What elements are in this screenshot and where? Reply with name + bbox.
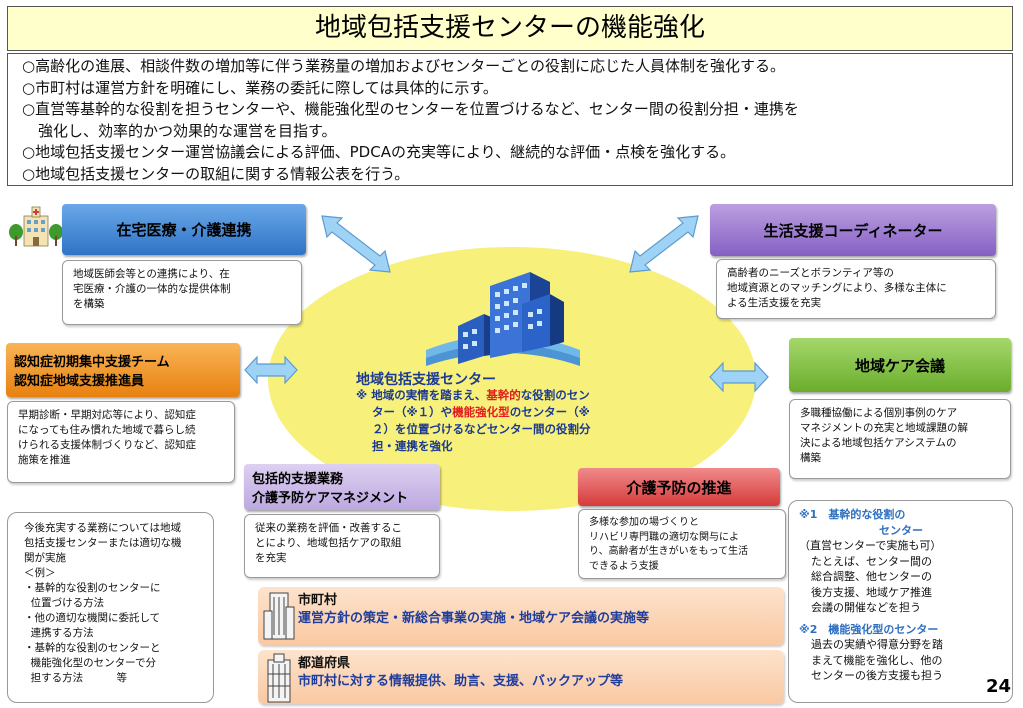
comprehensive-card: 従来の業務を評価・改善するこ とにより、地域包括ケアの取組 を充実	[244, 514, 440, 578]
page-title: 地域包括支援センターの機能強化	[7, 6, 1013, 51]
double-arrow-icon	[321, 215, 391, 273]
intro-item: ○地域包括支援センター運営協議会による評価、PDCAの充実等により、継続的な評価…	[22, 143, 736, 161]
life-support-header: 生活支援コーディネーター	[710, 204, 996, 256]
highlight-enhanced: 機能強化型	[452, 405, 510, 419]
dementia-header: 認知症初期集中支援チーム 認知症地域支援推進員	[6, 343, 240, 397]
double-arrow-icon	[709, 361, 769, 393]
note2-heading: ※2 機能強化型のセンター	[799, 622, 939, 636]
prefecture-desc: 市町村に対する情報提供、助言、支援、バックアップ等	[298, 674, 624, 689]
city-hall-icon	[263, 592, 295, 640]
intro-list: ○高齢化の進展、相談件数の増加等に伴う業務量の増加およびセンターごとの役割に応じ…	[7, 53, 1013, 186]
future-tasks-box: 今後充実する業務については地域 包括支援センターまたは適切な機 関が実施 ＜例＞…	[7, 512, 214, 703]
municipality-title: 市町村	[298, 593, 338, 608]
dementia-card: 早期診断・早期対応等により、認知症 になっても住み慣れた地域で暮らし続 けられる…	[7, 401, 235, 483]
municipality-box: 市町村 運営方針の策定・新総合事業の実施・地域ケア会議の実施等	[258, 587, 784, 645]
center-note: ※ 地域の実情を踏まえ、基幹的な役割のセン ター（※１）や機能強化型のセンター（…	[356, 388, 591, 453]
intro-item: ○高齢化の進展、相談件数の増加等に伴う業務量の増加およびセンターごとの役割に応じ…	[22, 57, 785, 75]
highlight-core: 基幹的	[486, 388, 521, 402]
care-meeting-header: 地域ケア会議	[789, 338, 1011, 392]
notes-box: ※1 基幹的な役割の センター （直営センターで実施も可） たとえば、センター間…	[788, 500, 1013, 703]
intro-item: ○地域包括支援センターの取組に関する情報公表を行う。	[22, 164, 410, 183]
intro-item: ○直営等基幹的な役割を担うセンターや、機能強化型のセンターを位置づけるなど、セン…	[22, 100, 799, 118]
note1-heading: ※1 基幹的な役割の	[799, 508, 906, 521]
intro-item: 強化し、効率的かつ効果的な運営を目指す。	[38, 121, 337, 140]
prefecture-title: 都道府県	[298, 656, 351, 671]
home-care-header: 在宅医療・介護連携	[62, 204, 306, 255]
center-title: 地域包括支援センター	[356, 372, 496, 388]
care-meeting-card: 多職種協働による個別事例のケア マネジメントの充実と地域課題の解 決による地域包…	[789, 399, 1011, 479]
home-care-card: 地域医師会等との連携により、在 宅医療・介護の一体的な提供体制 を構築	[62, 260, 302, 325]
intro-item: ○市町村は運営方針を明確にし、業務の委託に際しては具体的に示す。	[22, 78, 498, 97]
prevention-card: 多様な参加の場づくりと リハビリ専門職の適切な関与によ り、高齢者が生きがいをも…	[578, 509, 786, 579]
life-support-card: 高齢者のニーズとボランティア等の 地域資源とのマッチングにより、多様な主体に よ…	[716, 259, 996, 319]
comprehensive-header: 包括的支援業務 介護予防ケアマネジメント	[244, 464, 440, 510]
hospital-icon	[9, 206, 63, 247]
building-icon	[426, 272, 580, 366]
municipality-desc: 運営方針の策定・新総合事業の実施・地域ケア会議の実施等	[298, 611, 650, 626]
page-number: 24	[986, 676, 1012, 697]
prefecture-office-icon	[267, 653, 291, 703]
prevention-header: 介護予防の推進	[578, 468, 780, 506]
double-arrow-icon	[629, 215, 699, 273]
prefecture-box: 都道府県 市町村に対する情報提供、助言、支援、バックアップ等	[258, 650, 784, 704]
double-arrow-icon	[244, 355, 298, 385]
